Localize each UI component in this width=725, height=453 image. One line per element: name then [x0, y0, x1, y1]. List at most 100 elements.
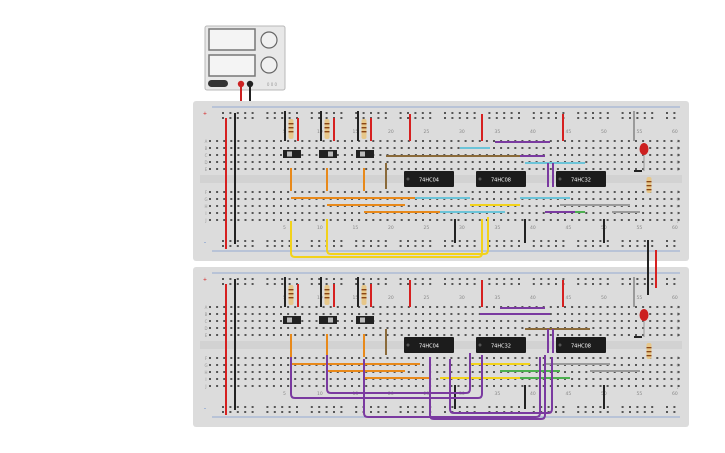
terminal-hole[interactable] — [365, 140, 368, 142]
terminal-hole[interactable] — [365, 385, 368, 387]
rail-hole[interactable] — [429, 278, 432, 280]
terminal-hole[interactable] — [585, 357, 588, 359]
terminal-hole[interactable] — [635, 334, 637, 336]
rail-hole[interactable] — [362, 283, 365, 285]
terminal-hole[interactable] — [642, 212, 645, 214]
terminal-hole[interactable] — [351, 334, 353, 336]
terminal-hole[interactable] — [627, 147, 630, 149]
terminal-hole[interactable] — [322, 161, 325, 163]
rail-hole[interactable] — [222, 411, 224, 413]
terminal-hole[interactable] — [244, 385, 247, 387]
terminal-hole[interactable] — [450, 205, 453, 207]
voltage-knob[interactable] — [260, 31, 278, 49]
rail-hole[interactable] — [473, 245, 476, 247]
rail-hole[interactable] — [592, 245, 594, 247]
terminal-hole[interactable] — [315, 313, 318, 315]
rail-hole[interactable] — [503, 283, 506, 285]
logic-chip[interactable] — [476, 337, 526, 353]
terminal-hole[interactable] — [663, 371, 666, 373]
terminal-hole[interactable] — [656, 357, 659, 359]
terminal-hole[interactable] — [450, 161, 453, 163]
terminal-hole[interactable] — [308, 219, 311, 221]
terminal-hole[interactable] — [450, 320, 453, 322]
terminal-hole[interactable] — [599, 320, 602, 322]
rail-hole[interactable] — [407, 278, 409, 280]
rail-hole[interactable] — [414, 278, 417, 280]
rail-hole[interactable] — [562, 406, 565, 408]
terminal-hole[interactable] — [606, 161, 609, 163]
rail-hole[interactable] — [592, 406, 594, 408]
terminal-hole[interactable] — [422, 161, 424, 163]
rail-hole[interactable] — [355, 117, 358, 119]
terminal-hole[interactable] — [294, 313, 297, 315]
terminal-hole[interactable] — [216, 385, 219, 387]
terminal-hole[interactable] — [649, 313, 652, 315]
terminal-hole[interactable] — [429, 327, 432, 329]
terminal-hole[interactable] — [599, 219, 602, 221]
terminal-hole[interactable] — [613, 306, 616, 308]
terminal-hole[interactable] — [272, 334, 275, 336]
rail-hole[interactable] — [592, 112, 594, 114]
rail-hole[interactable] — [362, 278, 365, 280]
rail-hole[interactable] — [621, 240, 624, 242]
rail-hole[interactable] — [555, 245, 557, 247]
terminal-hole[interactable] — [507, 320, 510, 322]
terminal-hole[interactable] — [407, 327, 410, 329]
terminal-hole[interactable] — [209, 147, 211, 149]
terminal-hole[interactable] — [656, 385, 659, 387]
terminal-hole[interactable] — [670, 161, 673, 163]
terminal-hole[interactable] — [471, 313, 474, 315]
terminal-hole[interactable] — [613, 168, 616, 170]
terminal-hole[interactable] — [265, 205, 268, 207]
rail-hole[interactable] — [318, 283, 321, 285]
rail-hole[interactable] — [399, 117, 402, 119]
terminal-hole[interactable] — [223, 385, 226, 387]
terminal-hole[interactable] — [549, 147, 552, 149]
terminal-hole[interactable] — [216, 371, 219, 373]
terminal-hole[interactable] — [656, 320, 659, 322]
terminal-hole[interactable] — [670, 205, 673, 207]
terminal-hole[interactable] — [280, 198, 282, 200]
terminal-hole[interactable] — [343, 161, 346, 163]
terminal-hole[interactable] — [443, 334, 446, 336]
rail-hole[interactable] — [325, 112, 328, 114]
rail-hole[interactable] — [673, 240, 676, 242]
terminal-hole[interactable] — [507, 168, 510, 170]
terminal-hole[interactable] — [649, 168, 652, 170]
rail-hole[interactable] — [325, 278, 328, 280]
rail-hole[interactable] — [458, 406, 461, 408]
terminal-hole[interactable] — [343, 154, 346, 156]
terminal-hole[interactable] — [606, 357, 609, 359]
rail-hole[interactable] — [429, 240, 432, 242]
terminal-hole[interactable] — [230, 327, 233, 329]
terminal-hole[interactable] — [414, 313, 417, 315]
terminal-hole[interactable] — [620, 334, 623, 336]
terminal-hole[interactable] — [578, 306, 581, 308]
rail-hole[interactable] — [310, 283, 313, 285]
terminal-hole[interactable] — [308, 327, 311, 329]
terminal-hole[interactable] — [585, 320, 588, 322]
terminal-hole[interactable] — [244, 357, 247, 359]
rail-hole[interactable] — [651, 240, 654, 242]
terminal-hole[interactable] — [336, 147, 339, 149]
terminal-hole[interactable] — [571, 371, 574, 373]
rail-hole[interactable] — [318, 240, 321, 242]
terminal-hole[interactable] — [549, 385, 552, 387]
terminal-hole[interactable] — [450, 334, 453, 336]
terminal-hole[interactable] — [251, 306, 254, 308]
rail-hole[interactable] — [503, 117, 506, 119]
terminal-hole[interactable] — [244, 198, 247, 200]
terminal-hole[interactable] — [535, 364, 538, 366]
terminal-hole[interactable] — [535, 191, 538, 193]
terminal-hole[interactable] — [500, 385, 503, 387]
rail-hole[interactable] — [421, 411, 424, 413]
terminal-hole[interactable] — [223, 378, 226, 380]
terminal-hole[interactable] — [372, 219, 375, 221]
rail-hole[interactable] — [222, 283, 224, 285]
rail-hole[interactable] — [540, 112, 543, 114]
rail-hole[interactable] — [229, 283, 232, 285]
terminal-hole[interactable] — [237, 147, 240, 149]
rail-hole[interactable] — [503, 278, 506, 280]
terminal-hole[interactable] — [620, 219, 623, 221]
terminal-hole[interactable] — [308, 161, 311, 163]
